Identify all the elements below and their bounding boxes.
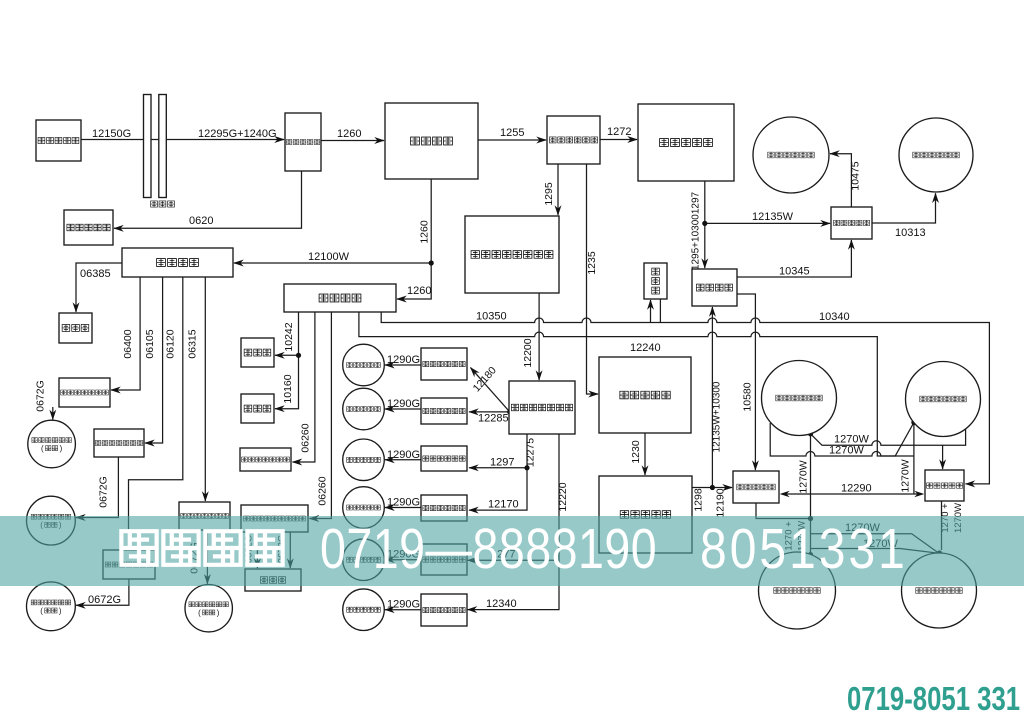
svg-text:10160: 10160 (282, 374, 294, 403)
svg-text:1290G: 1290G (387, 354, 420, 366)
svg-text:10340: 10340 (819, 311, 850, 323)
svg-text:10345: 10345 (779, 266, 810, 278)
svg-text:1235: 1235 (586, 251, 598, 275)
svg-text:8051331: 8051331 (700, 517, 908, 581)
svg-text:12170: 12170 (488, 499, 519, 511)
svg-text:1290G: 1290G (387, 599, 420, 611)
svg-text:06260: 06260 (300, 423, 312, 452)
svg-text:06120: 06120 (164, 329, 176, 358)
svg-text:1270W: 1270W (834, 434, 869, 446)
svg-text:10475: 10475 (850, 161, 862, 190)
svg-text:0672G: 0672G (98, 476, 110, 508)
svg-text:1260: 1260 (407, 285, 431, 297)
svg-text:12100W: 12100W (308, 251, 350, 263)
svg-text:12290: 12290 (841, 483, 872, 495)
svg-text:1272: 1272 (607, 126, 631, 138)
svg-text:1255: 1255 (500, 127, 524, 139)
svg-text:10313: 10313 (895, 227, 926, 239)
svg-text:1270W: 1270W (829, 445, 864, 457)
svg-text:): ) (59, 606, 62, 615)
svg-text:1298: 1298 (693, 488, 705, 512)
svg-text:1270W: 1270W (798, 460, 810, 493)
svg-text:0672G: 0672G (35, 380, 47, 412)
svg-text:1290G: 1290G (387, 497, 420, 509)
svg-text:0672G: 0672G (88, 594, 121, 606)
svg-text:(: ( (198, 608, 201, 617)
svg-text:0620: 0620 (189, 215, 213, 227)
svg-text:(: ( (40, 606, 43, 615)
svg-text:1295: 1295 (543, 182, 555, 206)
svg-text:12180: 12180 (471, 364, 499, 394)
svg-text:12240: 12240 (630, 342, 661, 354)
svg-text:): ) (60, 444, 63, 453)
svg-text:1230: 1230 (630, 440, 642, 464)
svg-text:12220: 12220 (557, 482, 569, 511)
svg-text:06385: 06385 (80, 268, 111, 280)
svg-text:10350: 10350 (476, 311, 507, 323)
svg-text:12340: 12340 (486, 598, 517, 610)
svg-text:(: ( (41, 444, 44, 453)
svg-text:1270W: 1270W (900, 459, 912, 492)
svg-text:1295+103001297: 1295+103001297 (691, 191, 702, 270)
svg-text:12150G: 12150G (92, 128, 131, 140)
svg-text:12295G+1240G: 12295G+1240G (198, 128, 277, 140)
svg-text:06400: 06400 (122, 329, 134, 358)
svg-text:0719—8888190: 0719—8888190 (320, 517, 657, 580)
svg-text:): ) (217, 608, 220, 617)
svg-text:12285: 12285 (478, 413, 509, 425)
svg-text:1290G: 1290G (387, 398, 420, 410)
svg-text:1260: 1260 (419, 220, 431, 244)
svg-text:0719-8051 331: 0719-8051 331 (847, 681, 1020, 718)
svg-text:1297: 1297 (490, 457, 514, 469)
svg-text:06260: 06260 (317, 476, 329, 505)
svg-text:12200: 12200 (522, 338, 534, 367)
svg-text:06315: 06315 (186, 329, 198, 358)
svg-text:1260: 1260 (337, 128, 361, 140)
svg-text:12135W: 12135W (752, 211, 794, 223)
svg-text:12275: 12275 (525, 438, 537, 467)
svg-text:1290G: 1290G (387, 449, 420, 461)
svg-text:10242: 10242 (283, 322, 295, 351)
svg-text:10580: 10580 (742, 382, 754, 411)
svg-text:12135W+10300: 12135W+10300 (712, 381, 723, 452)
svg-text:06105: 06105 (144, 329, 156, 358)
svg-text:12190: 12190 (715, 488, 727, 517)
